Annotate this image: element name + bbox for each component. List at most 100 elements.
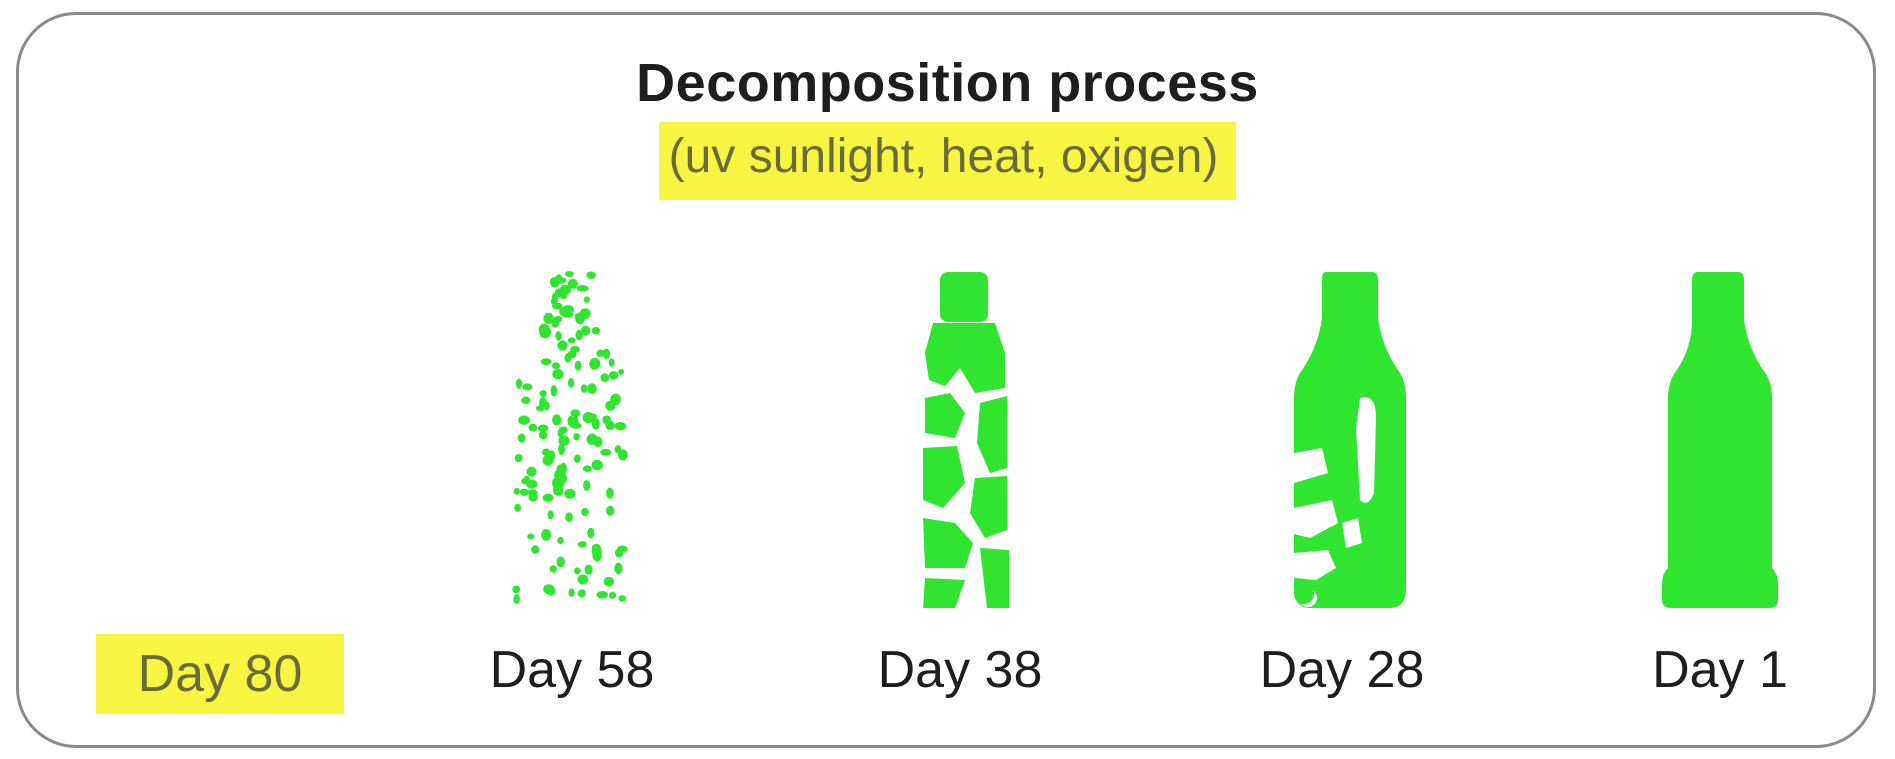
bottle-fragment-dot: [593, 436, 603, 447]
bottle-fragment-dot: [562, 305, 574, 312]
bottle-fragment-dot: [606, 487, 614, 499]
bottle-fragment-dot: [567, 278, 578, 289]
bottle-fragment-dot: [512, 585, 521, 594]
bottle-fragment-dot: [618, 449, 628, 461]
bottle-fragment-dot: [539, 390, 547, 398]
bottle-fragment-dot: [513, 594, 520, 604]
bottle-fragment-dot: [577, 541, 587, 548]
bottle-fragment-dot: [565, 512, 573, 523]
bottle-fragment-dot: [581, 507, 589, 517]
bottle-fragment-dot: [514, 454, 523, 463]
bottle-fragment-dot: [591, 546, 602, 557]
bottle-fragment-dot: [564, 488, 576, 499]
bottle-fragment-dot: [542, 493, 554, 502]
bottle-fragment-dot: [572, 415, 579, 427]
bottle-fragment-dot: [550, 385, 557, 397]
bottle-day-1: [1662, 272, 1778, 608]
bottle-fragment-dot: [551, 302, 563, 310]
bottle-fragment-dot: [614, 548, 624, 558]
bottle-fragment-dot: [515, 378, 523, 389]
bottle-fragment-dot: [568, 588, 575, 597]
bottle-fragment-dot: [538, 430, 548, 440]
bottle-fragment-dot: [587, 527, 595, 539]
bottle-fragment-dot: [552, 414, 562, 426]
bottle-fragment-dot: [555, 331, 562, 341]
bottle-fragment-dot: [538, 323, 550, 336]
bottle-day-28: [1294, 272, 1406, 608]
bottle-fragment-dot: [551, 318, 559, 328]
bottle-fragment-dot: [549, 565, 557, 573]
day-label-1: Day 1: [1652, 641, 1788, 699]
bottle-fragment-dot: [560, 462, 567, 475]
bottle-fragment-dot: [614, 445, 622, 454]
bottle-fragment-dot: [556, 556, 565, 568]
bottle-fragment-dot: [558, 472, 567, 484]
bottle-fragment-dot: [614, 422, 627, 431]
bottle-day-58: [512, 271, 628, 604]
bottle-fragment-dot: [574, 360, 582, 371]
bottle-fragment-dot: [541, 529, 552, 541]
bottle-fragment-dot: [527, 533, 535, 540]
bottle-fragment-dot: [558, 443, 565, 455]
bottle-fragment-dot: [542, 455, 554, 466]
bottle-fragment-dot: [558, 435, 570, 446]
bottle-fragment-dot: [552, 369, 564, 380]
bottle-fragment-dot: [543, 312, 554, 324]
bottle-fragment-dot: [573, 433, 580, 441]
bottle-fragment-dot: [573, 454, 581, 463]
diagram-subtitle: (uv sunlight, heat, oxigen): [658, 122, 1237, 200]
subtitle-wrap: (uv sunlight, heat, oxigen): [0, 122, 1895, 200]
bottle-fragment-dot: [521, 396, 531, 404]
bottle-fragment-dot: [513, 487, 520, 495]
bottle-fragment-dot: [542, 448, 551, 456]
bottle-fragment-dot: [541, 358, 552, 366]
bottle-fragment-dot: [537, 424, 549, 433]
bottle-fragment-dot: [618, 595, 626, 602]
bottle-fragment-dot: [567, 378, 575, 388]
bottle-fragment-dot: [567, 337, 576, 344]
bottle-fragment-dot: [600, 448, 612, 456]
bottle-fragment-dot: [577, 589, 586, 598]
day-label-38: Day 38: [877, 641, 1043, 699]
bottle-fragment-dot: [518, 415, 530, 425]
bottle-fragment-dot: [608, 358, 615, 367]
bottle-fragment-dot: [608, 591, 617, 599]
bottle-fragment-dot: [581, 325, 591, 336]
diagram-title: Decomposition process: [636, 53, 1259, 113]
bottle-fragment-dot: [528, 423, 538, 432]
bottle-fragment-dot: [605, 400, 616, 411]
bottle-fragment-dot: [584, 564, 593, 575]
bottle-fragment-dot: [531, 545, 540, 554]
bottle-fragment-dot: [587, 383, 597, 394]
bottle-fragment-dot: [591, 418, 600, 430]
bottle-fragment-dot: [577, 574, 589, 585]
bottle-fragment-dot: [557, 340, 568, 351]
bottle-fragment-dot: [586, 271, 596, 279]
bottle-fragment-dot: [565, 352, 572, 360]
bottle-fragment-dot: [583, 296, 590, 303]
bottle-fragment-dot: [580, 384, 588, 393]
day-label-80: Day 80: [96, 634, 344, 714]
bottle-fragment-dot: [514, 503, 521, 512]
bottle-fragment-dot: [555, 274, 563, 283]
bottle-fragment-dot: [547, 510, 554, 520]
bottle-fragment-dot: [605, 420, 614, 427]
bottle-fragment-dot: [565, 271, 574, 277]
bottle-fragment-dot: [574, 567, 581, 575]
bottle-fragment-dot: [575, 329, 583, 341]
bottle-fragment-dot: [586, 413, 597, 420]
bottle-fragment-dot: [527, 489, 538, 497]
bottle-fragment-dot: [570, 345, 580, 353]
bottle-fragment-dot: [583, 480, 591, 491]
bottle-fragment-dot: [596, 591, 609, 599]
bottle-fragment-dot: [600, 373, 610, 383]
bottle-day-38: [923, 272, 1009, 608]
bottle-fragment-dot: [539, 397, 547, 409]
day-label-28: Day 28: [1259, 641, 1425, 699]
bottle-fragment-dot: [603, 576, 615, 587]
bottle-fragment-dot: [582, 465, 592, 472]
bottle-fragment-dot: [618, 368, 625, 375]
bottle-fragment-dot: [526, 479, 538, 489]
bottle-fragment-dot: [553, 481, 565, 488]
bottle-fragment-dot: [557, 536, 564, 545]
